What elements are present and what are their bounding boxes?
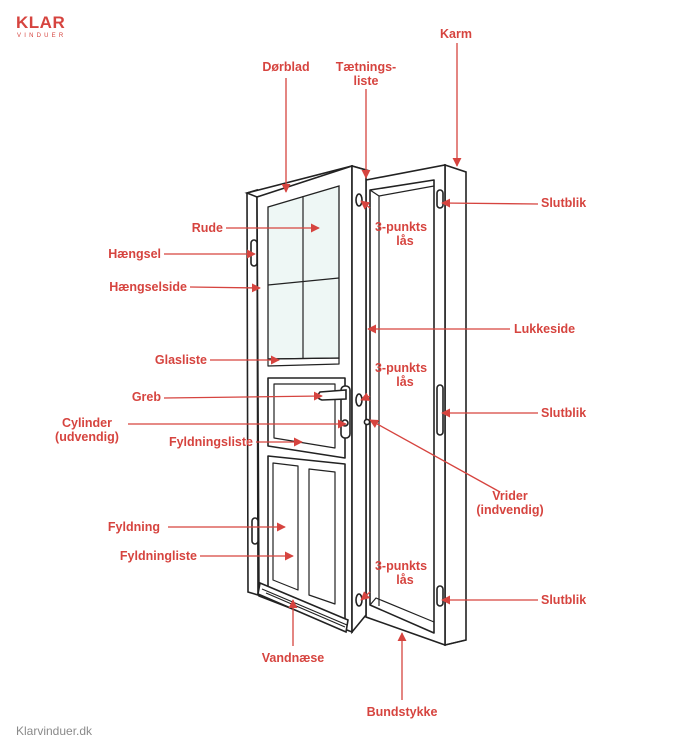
- label-cylinder-line2: (udvendig): [55, 430, 119, 444]
- label-fyldningliste: Fyldningliste: [120, 549, 197, 563]
- brand-logo: KLAR VINDUER: [16, 13, 66, 39]
- strike-plate-bottom: [436, 585, 444, 607]
- label-dorblad: Dørblad: [262, 60, 309, 74]
- brand-name: KLAR: [16, 13, 65, 32]
- label-lukkeside: Lukkeside: [514, 322, 575, 336]
- label-cylinder-line1: Cylinder: [62, 416, 112, 430]
- label-greb: Greb: [132, 390, 162, 404]
- label-fyldning: Fyldning: [108, 520, 160, 534]
- label-taetningsliste-line2: liste: [353, 74, 378, 88]
- inner-turn: [363, 418, 371, 426]
- label-bundstykke: Bundstykke: [367, 705, 438, 719]
- label-rude: Rude: [192, 221, 223, 235]
- label-lock-bottom-line2: lås: [396, 573, 413, 587]
- label-vrider-line2: (indvendig): [476, 503, 543, 517]
- strike-plate-mid: [436, 384, 444, 436]
- label-lock-mid-line1: 3-punkts: [375, 361, 427, 375]
- hinge-top: [250, 239, 258, 267]
- label-lock-bottom-line1: 3-punkts: [375, 559, 427, 573]
- label-vrider-line1: Vrider: [492, 489, 528, 503]
- brand-sub: VINDUER: [17, 33, 66, 39]
- lock-point-top: [355, 193, 363, 207]
- label-taetningsliste-line1: Tætnings-: [336, 60, 396, 74]
- label-vandnaese: Vandnæse: [262, 651, 325, 665]
- strike-plate-top: [436, 189, 444, 209]
- label-lock-top-line2: lås: [396, 234, 413, 248]
- label-haengselside: Hængselside: [109, 280, 187, 294]
- label-lock-mid-line2: lås: [396, 375, 413, 389]
- door-leaf: [244, 164, 371, 635]
- leader-lines: [128, 43, 539, 700]
- labels: Karm Dørblad Tætnings- liste Slutblik 3-…: [55, 27, 586, 719]
- label-slutblik-top: Slutblik: [541, 196, 586, 210]
- cylinder: [341, 419, 349, 427]
- label-fyldningsliste: Fyldningsliste: [169, 435, 253, 449]
- label-lock-top-line1: 3-punkts: [375, 220, 427, 234]
- hinge-bottom: [251, 517, 259, 545]
- footer-site: Klarvinduer.dk: [16, 724, 93, 738]
- label-glasliste: Glasliste: [155, 353, 207, 367]
- handle-lever: [317, 389, 347, 401]
- drip-cap: [257, 581, 349, 634]
- label-slutblik-mid: Slutblik: [541, 406, 586, 420]
- door-frame: [365, 163, 467, 647]
- label-haengsel: Hængsel: [108, 247, 161, 261]
- label-karm: Karm: [440, 27, 472, 41]
- label-slutblik-bottom: Slutblik: [541, 593, 586, 607]
